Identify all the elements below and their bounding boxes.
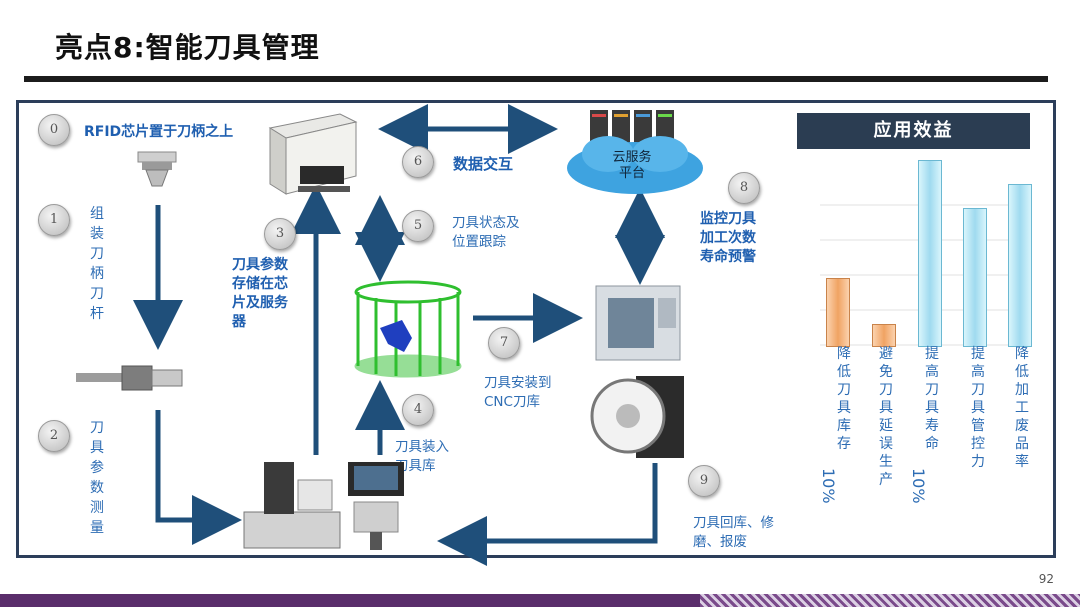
tool-presetter-icon	[243, 462, 341, 549]
cnc-machine-icon	[595, 285, 681, 361]
step-8-label: 监控刀具 加工次数 寿命预警	[700, 211, 756, 265]
step-0-label: RFID芯片置于刀柄之上	[84, 124, 234, 140]
step-3-label: 刀具参数 存储在芯 片及服务 器	[232, 257, 288, 330]
benefit-value-reduce-inventory: 10%	[819, 468, 838, 504]
cloud-server-icon	[567, 110, 703, 194]
step-2-badge: 2	[38, 420, 70, 452]
step-4-badge: 4	[402, 394, 434, 426]
step-1-badge: 1	[38, 204, 70, 236]
step-9-badge: 9	[688, 465, 720, 497]
benefit-bar-tool-control	[963, 208, 987, 347]
arrow-tool-to-measure	[155, 410, 242, 545]
step-6-badge: 6	[402, 146, 434, 178]
benefit-value-tool-life: 10%	[909, 468, 928, 504]
footer-pattern	[700, 594, 1080, 607]
arrow-cnc-return	[437, 463, 658, 566]
step-5-badge: 5	[402, 210, 434, 242]
benefit-bar-tool-life	[918, 160, 942, 347]
step-2-label: 刀具参数测量	[90, 420, 104, 536]
step-7-badge: 7	[488, 327, 520, 359]
benefits-title: 应用效益	[797, 113, 1030, 149]
benefit-label-reduce-inventory: 降低刀具库存	[837, 346, 851, 452]
tool-magazine-icon	[590, 376, 684, 458]
tool-holder-icon	[137, 151, 177, 187]
diagram-frame	[16, 100, 1056, 558]
measuring-station-icon	[348, 462, 404, 550]
benefit-label-scrap-rate: 降低加工废品率	[1015, 346, 1029, 470]
cloud-platform-label: 云服务 平台	[612, 150, 652, 181]
step-9-label: 刀具回库、修 磨、报废	[693, 515, 774, 550]
tool-library-icon	[354, 280, 462, 378]
benefit-bar-reduce-inventory	[826, 278, 850, 347]
benefit-label-tool-control: 提高刀具管控力	[971, 346, 985, 470]
step-5-label: 刀具状态及 位置跟踪	[452, 215, 520, 250]
step-8-badge: 8	[728, 172, 760, 204]
step-3-badge: 3	[264, 218, 296, 250]
step-4-label: 刀具装入 刀具库	[395, 439, 449, 474]
benefit-bar-avoid-delay	[872, 324, 896, 347]
step-0-badge: 0	[38, 114, 70, 146]
assembled-tool-icon	[76, 365, 183, 391]
server-computer-icon	[268, 113, 358, 195]
step-7-label: 刀具安装到 CNC刀库	[484, 375, 552, 410]
title-divider	[24, 76, 1048, 82]
benefit-bar-scrap-rate	[1008, 184, 1032, 347]
benefit-label-avoid-delay: 避免刀具延误生产	[879, 346, 893, 488]
benefit-label-tool-life: 提高刀具寿命	[925, 346, 939, 452]
page-title: 亮点8:智能刀具管理	[55, 31, 320, 64]
step-1-label: 组装刀柄刀杆	[90, 206, 104, 322]
step-6-label: 数据交互	[453, 155, 514, 173]
page-number: 92	[1038, 572, 1054, 586]
